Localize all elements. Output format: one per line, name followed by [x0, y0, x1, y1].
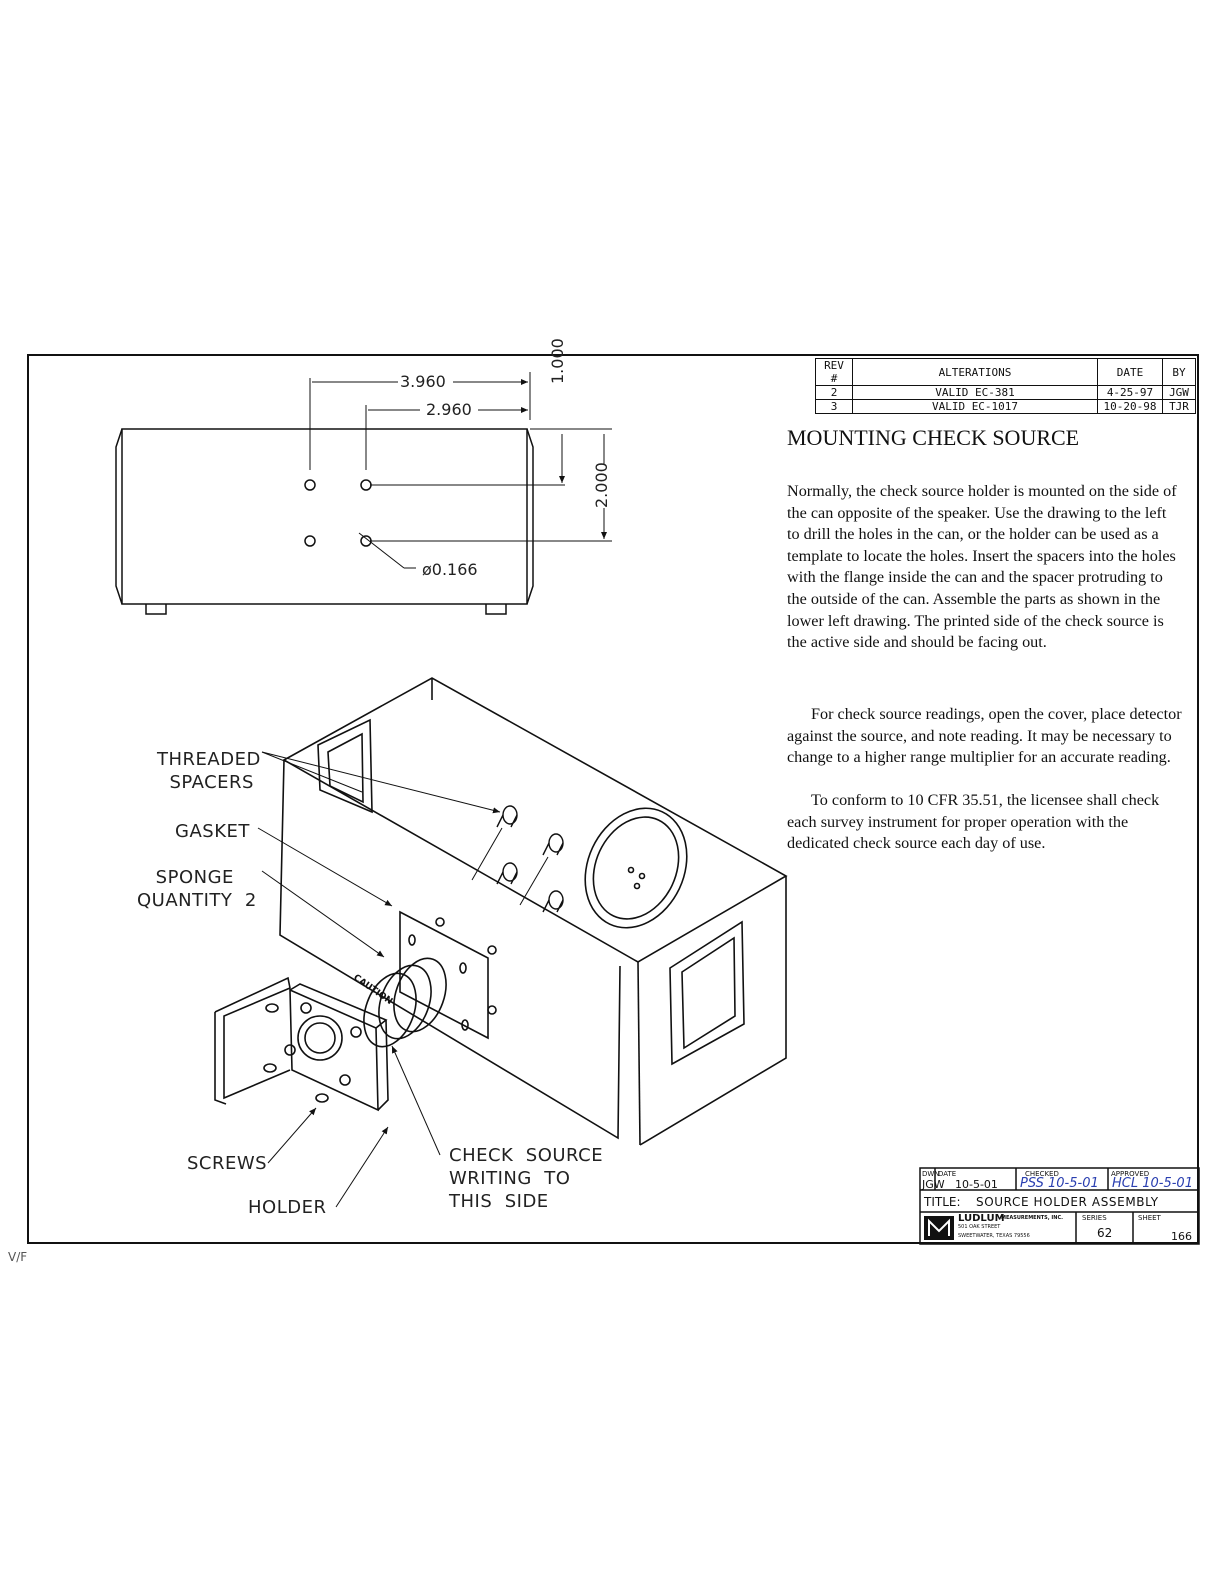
- dimension-2960: 2.960: [426, 400, 472, 419]
- label-screws: SCREWS: [187, 1153, 268, 1174]
- drawing-title: SOURCE HOLDER ASSEMBLY: [976, 1195, 1159, 1209]
- by-header: BY: [1162, 358, 1196, 386]
- date-label: DATE: [938, 1170, 957, 1178]
- page-title: MOUNTING CHECK SOURCE: [787, 425, 1080, 450]
- checked-label: CHECKED: [1025, 1170, 1059, 1178]
- hole-diameter: ø0.166: [422, 560, 478, 579]
- instruction-paragraph: Normally, the check source holder is mou…: [787, 482, 1177, 652]
- label-check-source: CHECK SOURCE WRITING TO THIS SIDE: [449, 1145, 604, 1212]
- drawn-date: 10-5-01: [955, 1178, 998, 1191]
- dwn-label: DWN: [922, 1170, 940, 1178]
- revision-table: REV # ALTERATIONS DATE BY 2 VALID EC-381…: [815, 358, 1196, 414]
- date-header: DATE: [1097, 358, 1163, 386]
- alteration-cell: VALID EC-381: [852, 385, 1098, 400]
- series-label: SERIES: [1082, 1214, 1107, 1222]
- label-holder: HOLDER: [248, 1197, 327, 1218]
- can-isometric-view: [214, 677, 788, 1208]
- instruction-paragraph: To conform to 10 CFR 35.51, the licensee…: [787, 791, 1160, 853]
- sheet-number: 166: [1171, 1230, 1192, 1243]
- checked-signature: PSS 10-5-01: [1020, 1176, 1099, 1191]
- alterations-header: ALTERATIONS: [852, 358, 1098, 386]
- dimension-3960: 3.960: [400, 372, 446, 391]
- date-cell: 4-25-97: [1097, 385, 1163, 400]
- rev-cell: 3: [815, 399, 853, 414]
- by-cell: JGW: [1162, 385, 1196, 400]
- company-street: 501 OAK STREET: [958, 1224, 1001, 1230]
- rev-cell: 2: [815, 385, 853, 400]
- ludlum-logo: [924, 1216, 954, 1240]
- approved-signature: HCL 10-5-01: [1112, 1176, 1193, 1191]
- title-label: TITLE:: [924, 1195, 961, 1209]
- instruction-paragraph: For check source readings, open the cove…: [787, 705, 1182, 767]
- company-name: LUDLUM: [958, 1213, 1005, 1224]
- dimension-2000: 2.000: [592, 462, 611, 508]
- dimension-1000: 1.000: [548, 338, 567, 384]
- label-gasket: GASKET: [175, 821, 250, 842]
- can-side-view: [115, 372, 612, 615]
- label-threaded-spacers: THREADED SPACERS: [157, 749, 261, 793]
- title-block-frame: [919, 1167, 1200, 1245]
- label-sponge: SPONGE QUANTITY 2: [137, 867, 257, 911]
- drawn-by: JGW: [922, 1178, 945, 1191]
- sheet-label: SHEET: [1138, 1214, 1161, 1222]
- drawing-frame: [27, 354, 1199, 1244]
- series-number: 62: [1097, 1226, 1113, 1240]
- by-cell: TJR: [1162, 399, 1196, 414]
- rev-header: REV #: [815, 358, 853, 386]
- company-city: SWEETWATER, TEXAS 79556: [958, 1233, 1030, 1239]
- alteration-cell: VALID EC-1017: [852, 399, 1098, 414]
- margin-mark: V/F: [8, 1250, 28, 1264]
- date-cell: 10-20-98: [1097, 399, 1163, 414]
- approved-label: APPROVED: [1111, 1170, 1150, 1178]
- company-suffix: MEASUREMENTS, INC.: [1001, 1215, 1064, 1221]
